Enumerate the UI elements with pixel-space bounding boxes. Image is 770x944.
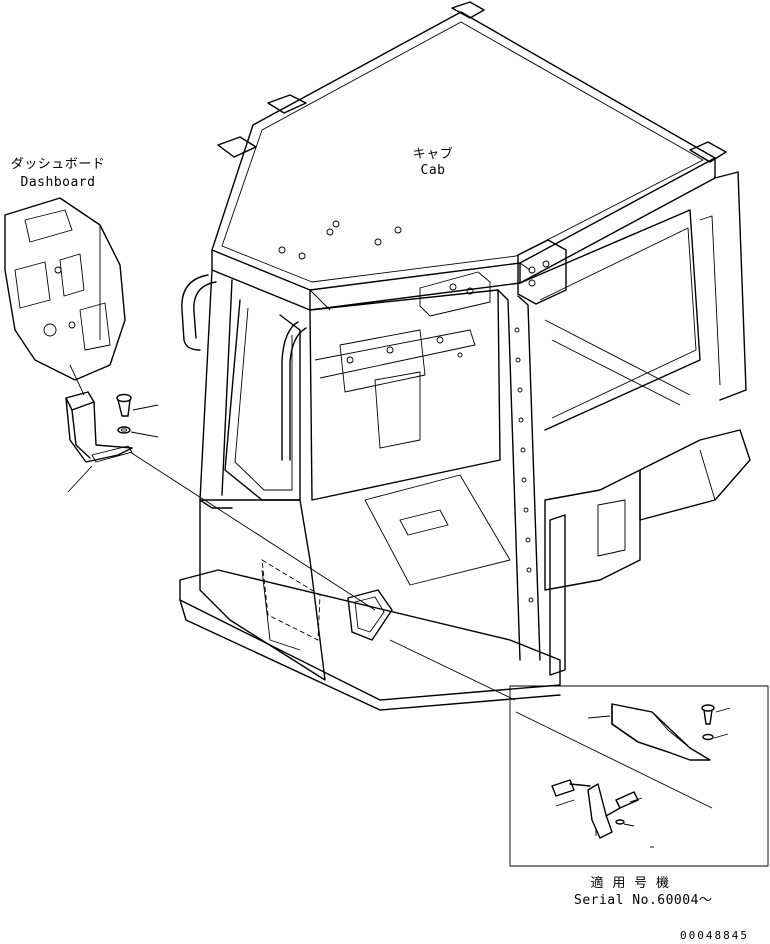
cab-label-ja: キャブ	[412, 147, 454, 162]
leader-lines	[67, 364, 731, 848]
applicable-serial-label-ja: 適 用 号 機	[590, 876, 670, 891]
cab-label-en: Cab	[420, 163, 446, 178]
cab-assembly	[179, 1, 751, 711]
bolt-and-washer	[116, 393, 132, 434]
dashboard-label-ja: ダッシュボード	[10, 157, 106, 172]
dashboard-assembly	[4, 197, 126, 381]
dashboard-bracket	[65, 391, 133, 463]
dashboard-label-en: Dashboard	[20, 175, 96, 190]
detail-inset	[509, 685, 769, 867]
serial-number-label: Serial No.60004～	[574, 893, 713, 908]
floor-mount-bracket	[347, 589, 393, 641]
drawing-number: 00048845	[680, 929, 749, 942]
